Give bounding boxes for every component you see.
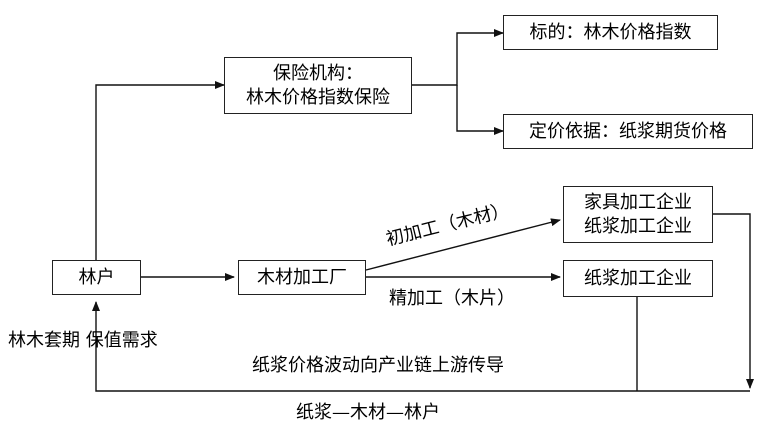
insurer-line-2: 林木价格指数保险 [246, 86, 390, 108]
pulp-enterprise-label-2: 纸浆加工企业 [584, 215, 692, 237]
wood-factory-box: 木材加工厂 [238, 260, 366, 295]
edge-insurer-to-pricing [456, 85, 504, 135]
pulp-enterprise-label: 纸浆加工企业 [584, 267, 692, 289]
forest-farmer-label: 林户 [78, 266, 115, 288]
insurer-box: 保险机构： 林木价格指数保险 [224, 57, 412, 114]
target-box: 标的：林木价格指数 [503, 15, 718, 50]
transmission-label: 纸浆价格波动向产业链上游传导 [252, 355, 504, 376]
furniture-enterprise-label: 家具加工企业 [584, 191, 692, 213]
insurer-line-1: 保险机构： [273, 62, 363, 84]
edge-feedback-right [713, 213, 754, 389]
wood-factory-label: 木材加工厂 [257, 266, 347, 288]
pulp-enterprise-box: 纸浆加工企业 [563, 260, 713, 297]
fine-processing-label: 精加工（木片） [389, 288, 515, 309]
furniture-pulp-box: 家具加工企业 纸浆加工企业 [563, 186, 713, 243]
forest-farmer-box: 林户 [52, 260, 141, 295]
hedging-demand-label: 林木套期 保值需求 [8, 330, 158, 351]
edge-insurer-to-target [412, 29, 504, 86]
edge-primary-processing [365, 218, 561, 271]
target-label: 标的：林木价格指数 [529, 21, 692, 43]
pricing-basis-label: 定价依据：纸浆期货价格 [529, 120, 727, 142]
edge-return-to-farmer [92, 301, 750, 392]
pricing-basis-box: 定价依据：纸浆期货价格 [503, 114, 753, 149]
chain-label: 纸浆—木材—林户 [296, 402, 440, 423]
edge-farmer-to-insurer [95, 81, 225, 260]
